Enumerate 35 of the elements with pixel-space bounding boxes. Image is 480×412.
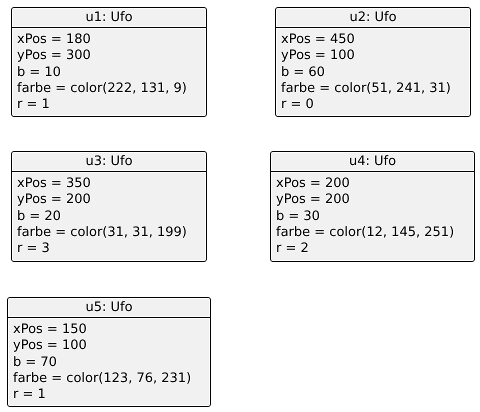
object-box (11, 7, 207, 117)
object-name: u3: Ufo (84, 154, 134, 169)
attribute-line: yPos = 100 (281, 48, 355, 64)
attribute-line: r = 2 (276, 241, 309, 256)
attribute-line: xPos = 200 (276, 176, 350, 191)
attribute-line: b = 70 (13, 354, 57, 370)
object-box (11, 151, 207, 262)
attribute-line: b = 20 (17, 208, 61, 224)
attribute-line: farbe = color(12, 145, 251) (276, 224, 454, 240)
attribute-line: b = 60 (281, 64, 325, 80)
attribute-line: farbe = color(123, 76, 231) (13, 370, 192, 386)
attribute-line: yPos = 300 (17, 48, 91, 64)
attribute-line: yPos = 100 (13, 338, 87, 354)
attribute-line: farbe = color(51, 241, 31) (281, 80, 451, 96)
attribute-line: r = 3 (17, 241, 50, 256)
attribute-line: farbe = color(222, 131, 9) (17, 80, 187, 96)
object-box (7, 297, 211, 407)
object-name: u4: Ufo (348, 154, 398, 169)
object-name: u1: Ufo (84, 10, 134, 25)
object-box (270, 151, 475, 262)
attribute-line: b = 30 (276, 208, 320, 224)
attribute-line: r = 0 (281, 97, 314, 112)
attribute-line: yPos = 200 (276, 192, 350, 208)
object-name: u5: Ufo (84, 300, 134, 315)
attribute-line: farbe = color(31, 31, 199) (17, 224, 187, 240)
attribute-line: xPos = 180 (17, 32, 91, 47)
object-box (275, 7, 471, 117)
attribute-line: xPos = 450 (281, 32, 355, 47)
attribute-line: xPos = 350 (17, 176, 91, 191)
object-name: u2: Ufo (348, 10, 398, 25)
attribute-line: yPos = 200 (17, 192, 91, 208)
attribute-line: xPos = 150 (13, 322, 87, 337)
attribute-line: b = 10 (17, 64, 61, 80)
attribute-line: r = 1 (13, 387, 46, 402)
attribute-line: r = 1 (17, 97, 50, 112)
